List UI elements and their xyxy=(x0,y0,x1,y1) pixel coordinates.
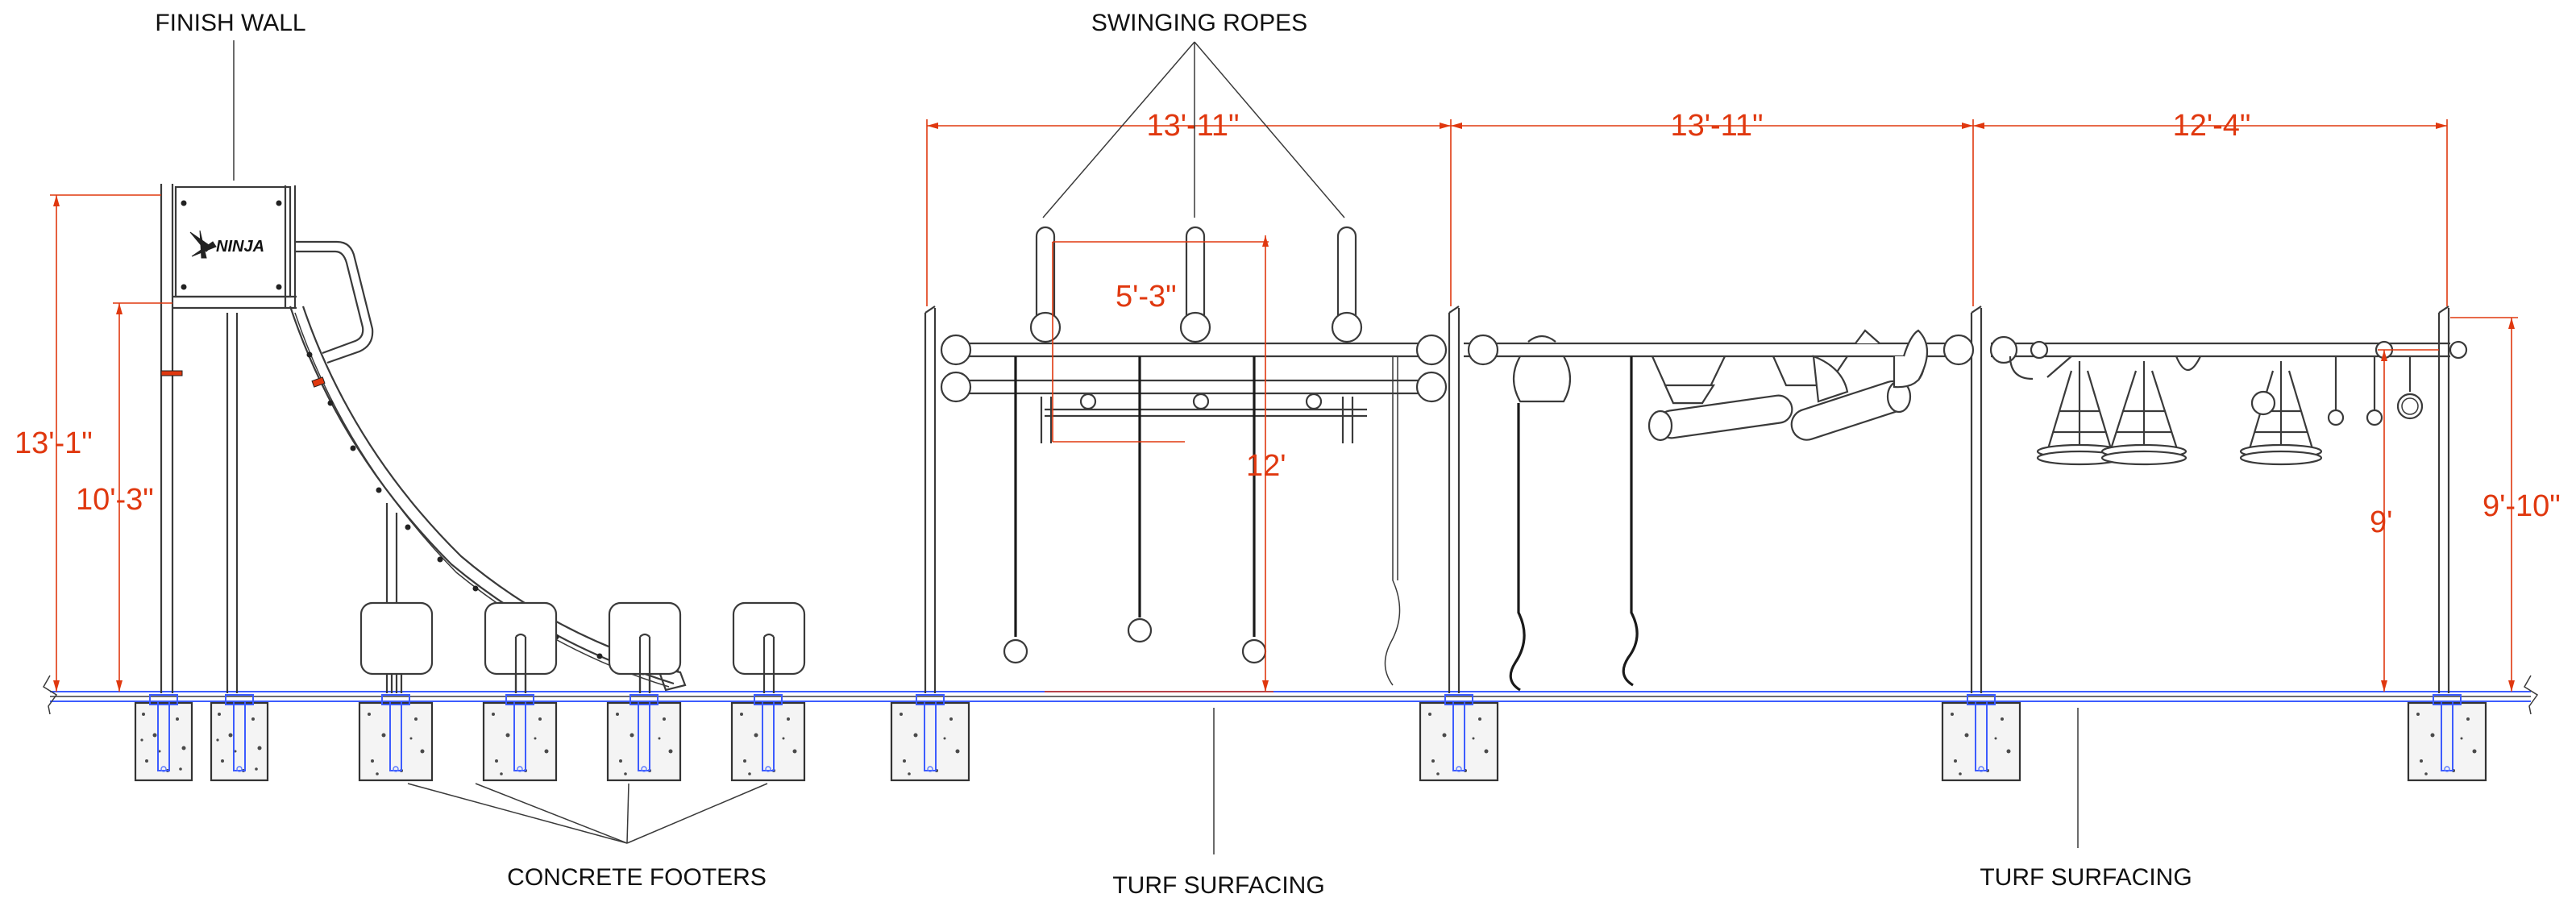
footer-5 xyxy=(606,694,682,782)
footer-2 xyxy=(210,694,269,782)
footer-1 xyxy=(134,694,193,782)
frame-posts xyxy=(924,306,2450,693)
rope-hanger-1 xyxy=(1029,226,1062,343)
dim-bar-height-left: 9' xyxy=(2370,505,2392,539)
label-concrete-footers: CONCRETE FOOTERS xyxy=(507,864,767,891)
label-turf-surfacing-2: TURF SURFACING xyxy=(1980,864,2192,891)
label-swinging-ropes: SWINGING ROPES xyxy=(1091,10,1307,36)
footer-3 xyxy=(358,694,434,782)
dim-span-3: 12'-4" xyxy=(2173,109,2251,143)
spinner-2 xyxy=(2100,361,2188,466)
spinner-1 xyxy=(2036,361,2123,466)
bay-2-obstacles xyxy=(1464,329,1975,692)
concrete-footers xyxy=(134,694,2487,782)
label-turf-surfacing-1: TURF SURFACING xyxy=(1112,872,1324,898)
logo-text: NINJA xyxy=(216,238,264,256)
footer-10 xyxy=(2407,694,2487,782)
dim-bar-height-right: 9'-10" xyxy=(2483,489,2561,523)
footer-6 xyxy=(730,694,806,782)
ninja-logo-icon: NINJA xyxy=(189,230,264,259)
footer-9 xyxy=(1941,694,2021,782)
footer-4 xyxy=(482,694,558,782)
dim-span-2: 13'-11" xyxy=(1670,109,1763,143)
bay-1-swinging-ropes xyxy=(940,226,1448,686)
finish-wall-tower: NINJA xyxy=(160,184,687,693)
grade-line xyxy=(42,675,2539,715)
stepping-pads xyxy=(359,601,806,693)
dim-platform-height: 10'-3" xyxy=(76,483,154,517)
label-finish-wall: FINISH WALL xyxy=(155,10,305,36)
dim-rope-drop: 5'-3" xyxy=(1116,280,1177,314)
callouts: FINISH WALL SWINGING ROPES CONCRETE FOOT… xyxy=(155,10,2192,898)
footer-8 xyxy=(1419,694,1499,782)
bay-3-obstacles xyxy=(1989,335,2468,466)
dimensions: 13'-11" 13'-11" 12'-4" 5'-3" 12' 13'-1" … xyxy=(15,109,2561,692)
dim-wall-height: 13'-1" xyxy=(15,426,93,460)
rope-hanger-3 xyxy=(1331,226,1363,343)
dim-span-1: 13'-11" xyxy=(1146,109,1239,143)
rope-hanger-2 xyxy=(1179,226,1211,343)
footer-7 xyxy=(890,694,970,782)
dim-frame-height: 12' xyxy=(1246,449,1286,483)
spinner-3 xyxy=(2239,361,2323,466)
